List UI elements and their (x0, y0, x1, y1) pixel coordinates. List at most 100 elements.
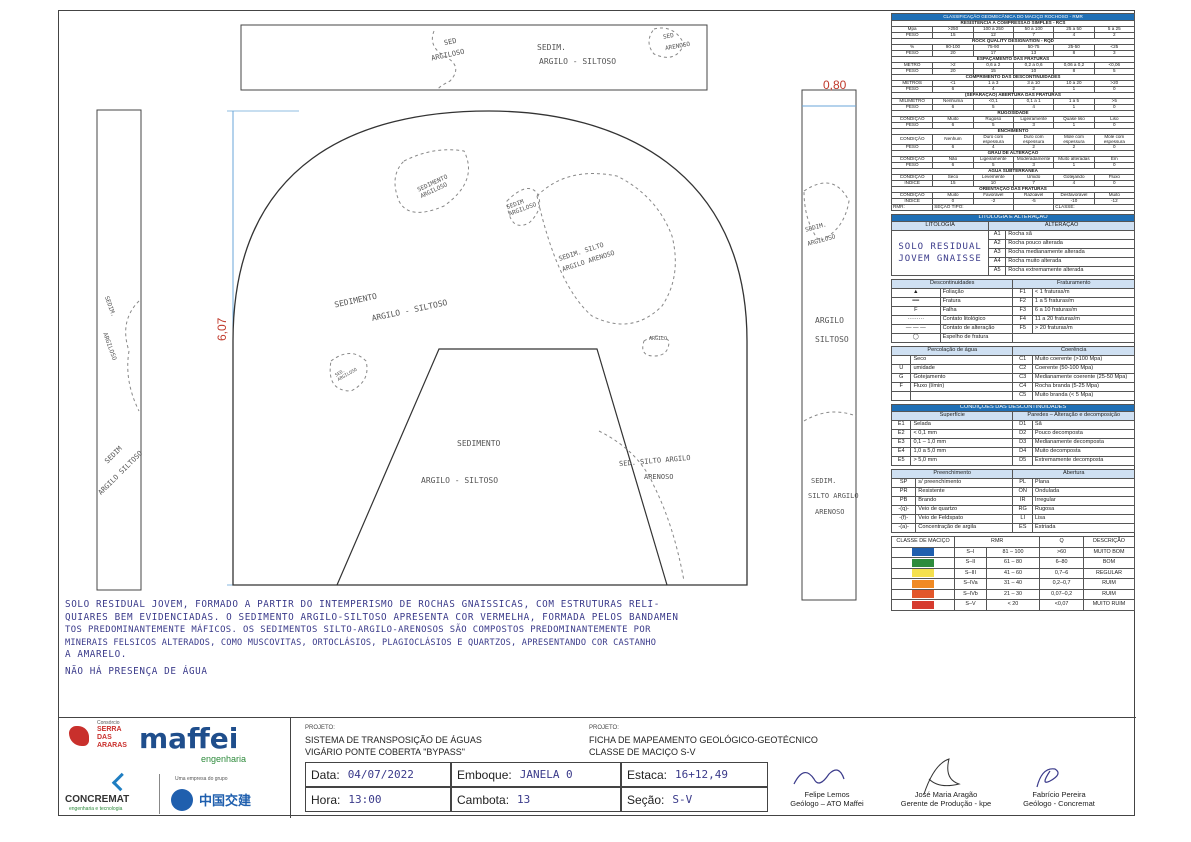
projeto-2: PROJETO: FICHA DE MAPEAMENTO GEOLÓGICO-G… (589, 722, 818, 758)
cell: 11 a 20 fraturas/m (1031, 315, 1136, 326)
cell: Medianamente coerente (25-50 Mpa) (1031, 373, 1136, 384)
cell: Muito branda (< 5 Mpa) (1031, 391, 1136, 402)
emboque-label: Emboque: (457, 767, 512, 782)
rmr-table: CLASSIFICAÇÃO GEOMECÂNICA DO MACIÇO ROCH… (890, 13, 1136, 212)
logos: Consórcio SERRA DAS ARARAS maffei engenh… (59, 718, 291, 818)
perc-header: Percolação de água (890, 346, 1014, 357)
emboque-field: Emboque: JANELA 0 (451, 762, 621, 787)
cell: Foliação (939, 288, 1014, 299)
cell: Fluxo (l/min) (910, 382, 1014, 393)
cell: Resistente (915, 487, 1014, 498)
sig1-name: Felipe Lemos (804, 790, 850, 799)
class-swatch-s1 (890, 546, 956, 559)
cell: Plana (1031, 478, 1136, 489)
cell: Espelho de fratura (939, 333, 1014, 344)
cell: Irregular (1031, 496, 1136, 507)
class-swatch (912, 558, 935, 567)
right-label-argilo: ARGILO (815, 316, 844, 325)
slickenside-icon: ◯ (891, 333, 941, 344)
contact-lower-right (598, 430, 685, 582)
cell: MUITO BOM (1082, 546, 1136, 559)
rmr-title: CLASSIFICAÇÃO GEOMECÂNICA DO MACIÇO ROCH… (891, 13, 1135, 21)
cell: < 20 (985, 599, 1041, 611)
cell: A4 (988, 257, 1007, 268)
cell: E2 (890, 429, 912, 440)
cell: Muito alteradas (1053, 156, 1095, 164)
sig3-role: Geólogo - Concremat (1023, 799, 1095, 808)
class-swatch-s4a (890, 578, 956, 590)
note-line: QUIARES BEM EVIDENCIADAS. O SEDIMENTO AR… (65, 611, 679, 623)
cell: 6–80 (1039, 557, 1084, 569)
class-swatch (912, 569, 935, 578)
class-swatch-s5 (890, 599, 956, 611)
cell: D1 (1012, 420, 1033, 431)
right-label-sedim-2: SEDIM. (811, 477, 837, 485)
cell: F (890, 382, 912, 393)
cell: D2 (1012, 429, 1033, 440)
height-dimension-label: 6,07 (215, 317, 229, 341)
cell: < 1 fraturas/m (1031, 288, 1136, 299)
cell: REGULAR (1082, 567, 1136, 580)
cell: Mole com espessura (1053, 133, 1095, 146)
cell: C2 (1012, 364, 1033, 375)
hora-field: Hora: 13:00 (305, 787, 451, 812)
cell: Rocha sã (1005, 230, 1135, 241)
cell: Q (1039, 536, 1084, 548)
cccc-logo: 中国交建 (199, 794, 252, 809)
cell: S–I (954, 546, 987, 559)
cell: Gotejamento (910, 373, 1014, 384)
cell: MUITO RUIM (1082, 599, 1136, 611)
cell: E4 (890, 447, 912, 458)
class-swatch (912, 590, 935, 599)
cell: C4 (1012, 382, 1033, 393)
cell: S–IVb (954, 588, 987, 601)
cell: U (890, 364, 912, 375)
rmr-classification-panel: CLASSIFICAÇÃO GEOMECÂNICA DO MACIÇO ROCH… (890, 13, 1136, 611)
sig3-name: Fabrício Pereira (1032, 790, 1086, 799)
left-strip-contact (125, 300, 140, 412)
cell: Rocha branda (5-25 Mpa) (1031, 382, 1136, 393)
note-line: A AMARELO. (65, 649, 127, 660)
cell: F1 (1012, 288, 1033, 299)
cell: >60 (1039, 546, 1084, 559)
class-swatch-s4b (890, 588, 956, 601)
desc-header: Descontinuidades (890, 279, 1014, 290)
cell: Veio de quartzo (915, 505, 1014, 516)
note-line: NÃO HÁ PRESENÇA DE ÁGUA (65, 665, 208, 677)
cell: RUIM (1082, 588, 1136, 601)
cell: -(a)- (890, 523, 917, 534)
top-strip-lens (648, 27, 685, 58)
note-line: MINERAIS FELSICOS ALTERADOS, COMO MUSCOV… (65, 637, 657, 648)
right-strip-frame (801, 89, 857, 601)
cell: A3 (988, 248, 1007, 259)
cell: IR (1012, 496, 1033, 507)
projeto-1: PROJETO: SISTEMA DE TRANSPOSIÇÃO DE ÁGUA… (305, 722, 482, 758)
cell: S–III (954, 567, 987, 580)
cell: Selada (910, 420, 1014, 431)
data-field: Data: 04/07/2022 (305, 762, 451, 787)
proj-label: PROJETO: (589, 725, 619, 731)
cell: 41 – 60 (985, 567, 1041, 580)
face-label-argilo: ARGILO (649, 336, 668, 342)
observation-notes: SOLO RESIDUAL JOVEM, FORMADO A PARTIR DO… (65, 599, 889, 717)
lens-argiloso-3 (329, 353, 368, 392)
data-value: 04/07/2022 (347, 768, 414, 781)
consorcio-logo-text: SERRA DAS ARARAS (97, 726, 127, 749)
top-strip-frame (240, 24, 708, 91)
maffei-logo: maffei (139, 722, 239, 755)
lit-h1: LITOLOGIA (890, 221, 990, 232)
cell: DESCRIÇÃO (1082, 536, 1136, 548)
cell: RG (1012, 505, 1033, 516)
bench-outline (336, 348, 668, 586)
logo-divider (159, 774, 160, 814)
lit-h2: ALTERAÇÃO (988, 221, 1135, 232)
cell: Muito decomposta (1031, 447, 1136, 458)
cell: RUIM (1082, 578, 1136, 590)
cell: 0,2–0,7 (1039, 578, 1084, 590)
signature-felipe-icon (793, 769, 845, 785)
cell: Veio de Feldspato (915, 514, 1014, 525)
cell: CLASSE DE MACIÇO (890, 536, 956, 548)
cell: 1 a 5 fraturas/m (1031, 297, 1136, 308)
